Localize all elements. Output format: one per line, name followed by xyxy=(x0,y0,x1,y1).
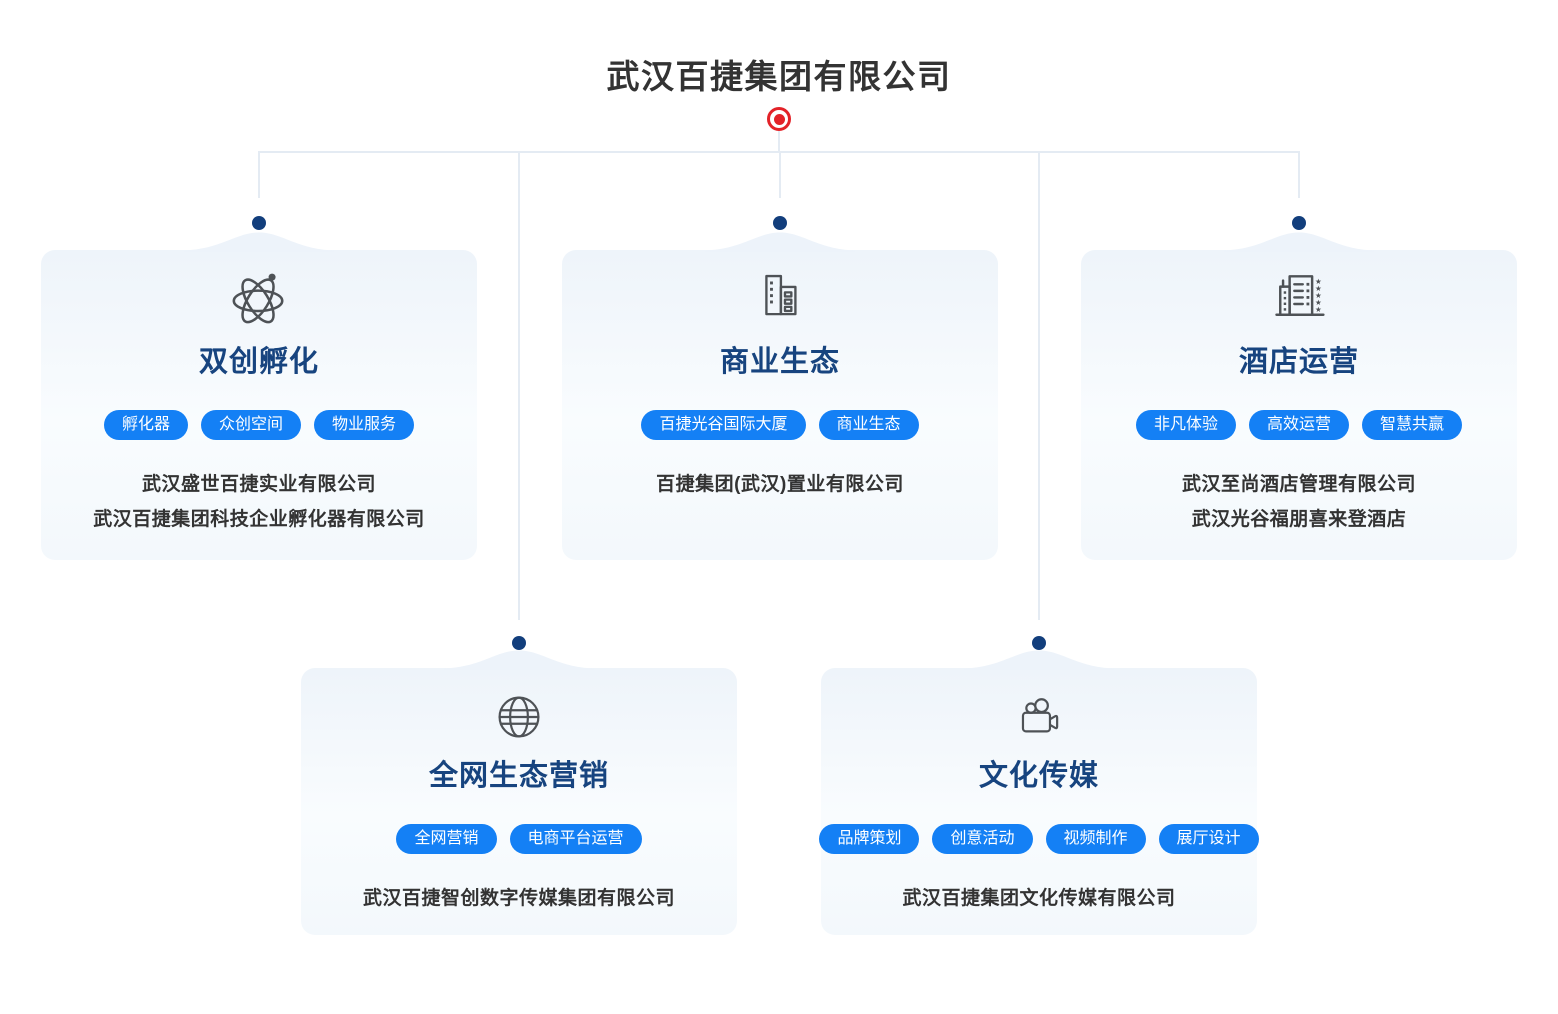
card-title: 双创孵化 xyxy=(198,346,319,378)
hotel-stars-icon: ★ ★ ★ ★ ★ xyxy=(1269,264,1329,328)
card-notch xyxy=(964,650,1114,670)
company-name: 武汉百捷智创数字传媒集团有限公司 xyxy=(362,888,675,909)
node-dot xyxy=(773,216,787,230)
tag-pill: 商业生态 xyxy=(818,410,919,440)
page-title: 武汉百捷集团有限公司 xyxy=(606,58,952,95)
tag-pill: 百捷光谷国际大厦 xyxy=(641,410,806,440)
card-incubation: 双创孵化 孵化器 众创空间 物业服务 武汉盛世百捷实业有限公司 武汉百捷集团科技… xyxy=(41,232,477,560)
company-name: 武汉盛世百捷实业有限公司 xyxy=(141,474,376,495)
card-hotel-operations: ★ ★ ★ ★ ★ 酒店运营 非凡体验 高效运营 智慧共赢 武汉至尚酒店管理有限… xyxy=(1081,232,1517,560)
company-list: 百捷集团(武汉)置业有限公司 xyxy=(656,467,904,502)
node-dot xyxy=(512,636,526,650)
tag-pill: 展厅设计 xyxy=(1158,824,1259,854)
card-culture-media: 文化传媒 品牌策划 创意活动 视频制作 展厅设计 武汉百捷集团文化传媒有限公司 xyxy=(819,650,1259,935)
atom-icon xyxy=(228,264,290,328)
tag-pill: 高效运营 xyxy=(1248,410,1349,440)
tag-pill: 创意活动 xyxy=(932,824,1033,854)
card-notch xyxy=(444,650,594,670)
card-title: 酒店运营 xyxy=(1238,346,1359,378)
globe-icon xyxy=(492,690,546,744)
card-notch xyxy=(705,232,855,252)
tag-pill: 众创空间 xyxy=(200,410,301,440)
company-name: 武汉百捷集团科技企业孵化器有限公司 xyxy=(93,509,425,530)
company-list: 武汉盛世百捷实业有限公司 武汉百捷集团科技企业孵化器有限公司 xyxy=(93,467,425,537)
tag-list: 百捷光谷国际大厦 商业生态 xyxy=(641,410,919,440)
svg-text:★: ★ xyxy=(1315,298,1322,307)
tag-list: 全网营销 电商平台运营 xyxy=(396,824,642,854)
svg-text:★: ★ xyxy=(1315,284,1322,293)
connector-drop-bottom-left xyxy=(518,151,520,620)
buildings-icon xyxy=(751,264,809,328)
connector-drop-bottom-right xyxy=(1038,151,1040,620)
video-camera-icon xyxy=(1012,690,1066,744)
card-notch xyxy=(184,232,334,252)
tag-list: 孵化器 众创空间 物业服务 xyxy=(103,410,415,440)
company-name: 百捷集团(武汉)置业有限公司 xyxy=(656,474,904,495)
svg-text:★: ★ xyxy=(1315,277,1322,286)
connector-drop-center xyxy=(779,151,781,198)
connector-drop-left xyxy=(258,151,260,198)
node-dot xyxy=(252,216,266,230)
tag-pill: 视频制作 xyxy=(1045,824,1146,854)
card-notch xyxy=(1224,232,1374,252)
tag-list: 品牌策划 创意活动 视频制作 展厅设计 xyxy=(819,824,1259,854)
connector-drop-right xyxy=(1298,151,1300,198)
tag-pill: 非凡体验 xyxy=(1135,410,1236,440)
node-dot xyxy=(1032,636,1046,650)
tag-pill: 品牌策划 xyxy=(819,824,920,854)
tag-list: 非凡体验 高效运营 智慧共赢 xyxy=(1135,410,1463,440)
tag-pill: 电商平台运营 xyxy=(509,824,642,854)
card-title: 文化传媒 xyxy=(978,760,1099,792)
tag-pill: 全网营销 xyxy=(396,824,497,854)
card-title: 全网生态营销 xyxy=(428,760,609,792)
tag-pill: 物业服务 xyxy=(314,410,415,440)
company-list: 武汉至尚酒店管理有限公司 武汉光谷福朋喜来登酒店 xyxy=(1182,467,1416,537)
svg-text:★: ★ xyxy=(1315,291,1322,300)
connector-root-stem xyxy=(778,131,780,152)
company-name: 武汉百捷集团文化传媒有限公司 xyxy=(902,888,1176,909)
company-name: 武汉至尚酒店管理有限公司 xyxy=(1181,474,1416,495)
company-name: 武汉光谷福朋喜来登酒店 xyxy=(1191,509,1407,530)
card-network-marketing: 全网生态营销 全网营销 电商平台运营 武汉百捷智创数字传媒集团有限公司 xyxy=(301,650,737,935)
node-dot xyxy=(1292,216,1306,230)
card-business-ecology: 商业生态 百捷光谷国际大厦 商业生态 百捷集团(武汉)置业有限公司 xyxy=(562,232,998,560)
svg-text:★: ★ xyxy=(1315,305,1322,314)
company-list: 武汉百捷集团文化传媒有限公司 xyxy=(902,881,1175,916)
root-node-icon xyxy=(767,107,791,131)
tag-pill: 孵化器 xyxy=(103,410,188,440)
company-list: 武汉百捷智创数字传媒集团有限公司 xyxy=(363,881,675,916)
tag-pill: 智慧共赢 xyxy=(1362,410,1463,440)
card-title: 商业生态 xyxy=(719,346,840,378)
